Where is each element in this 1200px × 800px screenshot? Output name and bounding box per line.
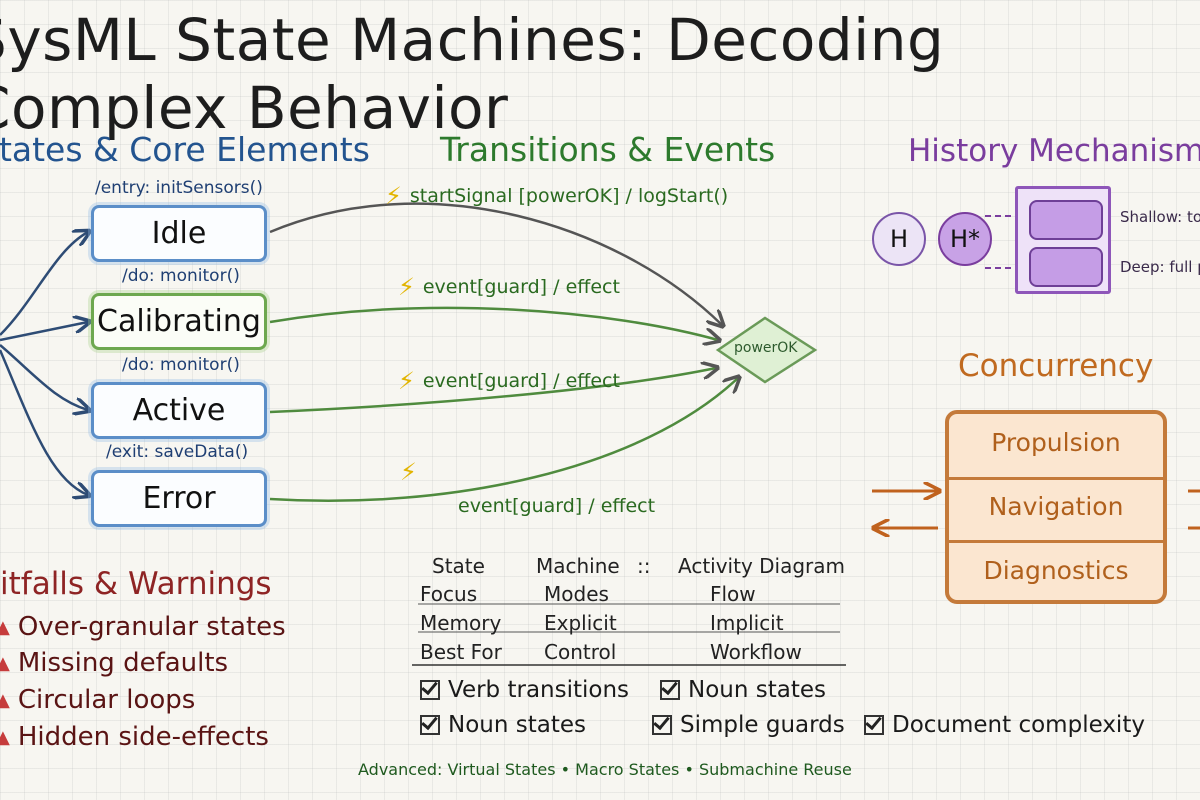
transition-label-1: ⚡ startSignal [powerOK] / logStart() <box>385 182 728 210</box>
page-title-wrap: SysML State Machines: Decoding Complex B… <box>0 0 1200 142</box>
history-heading: History Mechanisms <box>908 133 1200 169</box>
region-divider-1 <box>948 477 1164 480</box>
transition-label-4: event[guard] / effect <box>458 495 655 517</box>
deep-history-node[interactable]: H* <box>938 212 992 266</box>
state-error[interactable]: Error <box>91 470 267 527</box>
transition-error <box>269 378 738 502</box>
shallow-history-note: Shallow: to <box>1120 208 1200 226</box>
state-calibrating-action: /do: monitor() <box>122 266 240 286</box>
comparison-cell: Control <box>544 640 617 664</box>
transition-label-2-text: event[guard] / effect <box>422 276 620 298</box>
checklist-item[interactable]: Simple guards <box>652 712 845 738</box>
deep-history-note: Deep: full p <box>1120 258 1200 276</box>
pitfall-item: ▲ Missing defaults <box>0 648 228 678</box>
comparison-cell: Modes <box>544 582 609 606</box>
region-diagnostics: Diagnostics <box>983 556 1129 585</box>
region-propulsion: Propulsion <box>991 428 1121 457</box>
history-container <box>1015 186 1111 294</box>
comparison-header-state: State <box>432 554 485 578</box>
lightning-icon: ⚡ <box>400 458 417 486</box>
region-navigation: Navigation <box>988 492 1124 521</box>
deep-history-symbol: H* <box>949 225 981 253</box>
checkbox-checked-icon <box>652 715 672 735</box>
checklist-item-text: Document complexity <box>892 712 1145 738</box>
pitfalls-heading: Pitfalls & Warnings <box>0 566 272 602</box>
history-substate-1 <box>1029 200 1103 240</box>
entry-arrow-active <box>0 344 88 410</box>
state-active[interactable]: Active <box>91 382 267 439</box>
checkbox-checked-icon <box>864 715 884 735</box>
concurrency-container <box>945 410 1167 604</box>
comparison-header-activity: Activity Diagram <box>678 554 846 578</box>
pitfall-item: ▲ Hidden side-effects <box>0 722 269 752</box>
state-calibrating[interactable]: Calibrating <box>91 293 267 350</box>
comparison-cell: Best For <box>420 640 502 664</box>
checklist-item-text: Verb transitions <box>448 677 630 703</box>
state-active-label: Active <box>132 393 226 428</box>
state-idle-action: /entry: initSensors() <box>95 178 263 198</box>
entry-arrow-error <box>0 349 88 495</box>
history-substate-2 <box>1029 247 1103 287</box>
warning-icon: ▲ <box>0 616 10 638</box>
comparison-cell: Flow <box>710 582 756 606</box>
checklist-item[interactable]: Verb transitions <box>420 677 629 703</box>
comparison-cell: Implicit <box>710 611 784 635</box>
state-error-label: Error <box>142 481 216 516</box>
state-error-action: /exit: saveData() <box>106 442 249 462</box>
transition-label-3-text: event[guard] / effect <box>422 370 620 392</box>
transition-label-2: ⚡ event[guard] / effect <box>398 273 620 301</box>
lightning-icon: ⚡ <box>398 273 415 301</box>
checklist-item[interactable]: Document complexity <box>864 712 1145 738</box>
entry-arrow-idle <box>0 232 88 336</box>
checkbox-checked-icon <box>420 680 440 700</box>
transition-label-1-text: startSignal [powerOK] / logStart() <box>409 185 729 207</box>
checkbox-checked-icon <box>660 680 680 700</box>
shallow-history-symbol: H <box>889 225 909 253</box>
pitfall-item-text: Circular loops <box>17 685 196 715</box>
checkbox-checked-icon <box>420 715 440 735</box>
comparison-cell: Memory <box>420 611 502 635</box>
transition-idle <box>269 202 722 325</box>
state-idle[interactable]: Idle <box>91 205 267 262</box>
transitions-heading: Transitions & Events <box>440 130 776 169</box>
checklist-item-text: Noun states <box>448 712 586 738</box>
checklist-item-text: Noun states <box>688 677 826 703</box>
lightning-icon: ⚡ <box>398 367 415 395</box>
state-idle-label: Idle <box>151 216 207 251</box>
checklist-item[interactable]: Noun states <box>420 712 586 738</box>
lightning-icon: ⚡ <box>385 182 402 210</box>
pitfall-item: ▲ Circular loops <box>0 685 195 715</box>
comparison-cell: Focus <box>420 582 478 606</box>
comparison-header-machine: Machine <box>536 554 620 578</box>
state-calibrating-label: Calibrating <box>97 304 261 339</box>
entry-arrow-calibrating <box>0 322 88 342</box>
warning-icon: ▲ <box>0 689 10 711</box>
pitfall-item-text: Missing defaults <box>17 648 229 678</box>
transition-label-3: ⚡ event[guard] / effect <box>398 367 620 395</box>
transition-calibrating <box>269 306 718 340</box>
comparison-cell: Workflow <box>710 640 802 664</box>
pitfall-item-text: Hidden side-effects <box>17 722 269 752</box>
shallow-history-node[interactable]: H <box>872 212 926 266</box>
region-divider-2 <box>948 540 1164 543</box>
comparison-header-vs: :: <box>637 554 651 578</box>
footer-advanced: Advanced: Virtual States • Macro States … <box>358 760 852 779</box>
states-heading: States & Core Elements <box>0 130 370 169</box>
warning-icon: ▲ <box>0 652 10 674</box>
pitfall-item: ▲ Over-granular states <box>0 612 286 642</box>
checklist-item-text: Simple guards <box>680 712 845 738</box>
choice-label: powerOK <box>734 340 798 356</box>
transition-label-4-text: event[guard] / effect <box>458 495 656 517</box>
pitfall-item-text: Over-granular states <box>17 612 286 642</box>
concurrency-heading: Concurrency <box>958 348 1154 384</box>
comparison-cell: Explicit <box>544 611 617 635</box>
page-title: SysML State Machines: Decoding Complex B… <box>0 6 945 142</box>
state-active-action: /do: monitor() <box>122 355 240 375</box>
checklist-item[interactable]: Noun states <box>660 677 826 703</box>
warning-icon: ▲ <box>0 726 10 748</box>
